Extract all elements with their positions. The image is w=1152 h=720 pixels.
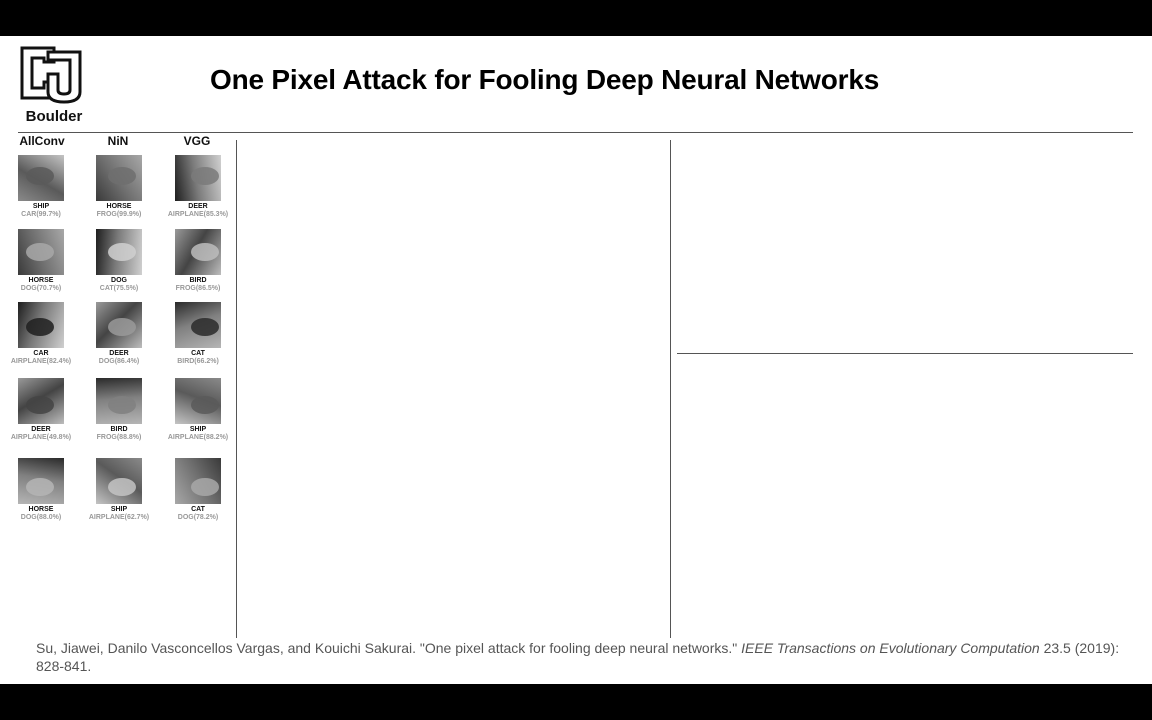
adversarial-prediction: AIRPLANE(88.2%)	[167, 434, 229, 441]
example-image	[175, 458, 221, 504]
example-image-subject	[191, 167, 219, 185]
adversarial-prediction: DOG(86.4%)	[98, 358, 140, 365]
adversarial-prediction: AIRPLANE(82.4%)	[10, 358, 72, 365]
true-label: CAR	[33, 350, 49, 357]
true-label: SHIP	[32, 203, 50, 210]
example-image	[18, 458, 64, 504]
true-label: CAT	[191, 350, 205, 357]
column-header-nin: NiN	[107, 134, 129, 148]
example-image-subject	[191, 478, 219, 496]
citation: Su, Jiawei, Danilo Vasconcellos Vargas, …	[36, 639, 1126, 675]
citation-journal: IEEE Transactions on Evolutionary Comput…	[741, 640, 1040, 656]
true-label: CAT	[191, 506, 205, 513]
true-label: BIRD	[189, 277, 207, 284]
example-image-subject	[26, 318, 54, 336]
true-label: DEER	[109, 350, 129, 357]
example-image	[96, 229, 142, 275]
example-image	[175, 229, 221, 275]
adversarial-prediction: DOG(88.0%)	[20, 514, 62, 521]
example-image-subject	[191, 243, 219, 261]
adversarial-prediction: CAT(75.5%)	[99, 285, 139, 292]
example-image	[175, 378, 221, 424]
example-image-subject	[108, 243, 136, 261]
adversarial-prediction: AIRPLANE(85.3%)	[167, 211, 229, 218]
column-header-vgg: VGG	[183, 134, 211, 148]
true-label: SHIP	[189, 426, 207, 433]
true-label: HORSE	[28, 277, 54, 284]
example-image	[96, 458, 142, 504]
example-image-subject	[108, 478, 136, 496]
slide: Boulder One Pixel Attack for Fooling Dee…	[0, 36, 1152, 684]
adversarial-prediction: DOG(70.7%)	[20, 285, 62, 292]
true-label: HORSE	[28, 506, 54, 513]
adversarial-prediction: BIRD(66.2%)	[177, 358, 219, 365]
true-label: SHIP	[110, 506, 128, 513]
true-label: BIRD	[110, 426, 128, 433]
example-image	[96, 155, 142, 201]
example-image	[175, 302, 221, 348]
adversarial-prediction: AIRPLANE(49.8%)	[10, 434, 72, 441]
adversarial-prediction: FROG(88.8%)	[96, 434, 142, 441]
adversarial-prediction: FROG(86.5%)	[175, 285, 221, 292]
example-image-subject	[108, 318, 136, 336]
column-header-allconv: AllConv	[19, 134, 65, 148]
logo-text: Boulder	[25, 108, 83, 125]
example-image	[96, 378, 142, 424]
example-image	[18, 229, 64, 275]
example-image-subject	[108, 167, 136, 185]
example-image-subject	[26, 243, 54, 261]
example-image	[18, 378, 64, 424]
citation-text: Su, Jiawei, Danilo Vasconcellos Vargas, …	[36, 640, 742, 656]
adversarial-prediction: AIRPLANE(62.7%)	[88, 514, 150, 521]
adversarial-prediction: FROG(99.9%)	[96, 211, 142, 218]
cu-logo-icon	[20, 46, 82, 104]
example-image-subject	[191, 396, 219, 414]
slide-title: One Pixel Attack for Fooling Deep Neural…	[210, 64, 880, 95]
example-image-subject	[26, 478, 54, 496]
example-image	[18, 155, 64, 201]
true-label: DEER	[188, 203, 208, 210]
title-divider	[18, 132, 1133, 133]
citation-details: 23.5 (2019): 828-841.	[36, 640, 1120, 674]
example-image	[175, 155, 221, 201]
example-image-subject	[108, 396, 136, 414]
panel-divider-right	[670, 140, 671, 638]
true-label: DEER	[31, 426, 51, 433]
example-image-subject	[191, 318, 219, 336]
adversarial-prediction: CAR(99.7%)	[21, 211, 61, 218]
example-image	[96, 302, 142, 348]
example-image-subject	[26, 396, 54, 414]
true-label: HORSE	[106, 203, 132, 210]
example-image-subject	[26, 167, 54, 185]
example-image	[18, 302, 64, 348]
panel-divider-left	[236, 140, 237, 638]
true-label: DOG	[111, 277, 127, 284]
cu-logo: Boulder	[18, 44, 84, 125]
panel-divider-horizontal	[677, 353, 1133, 354]
adversarial-prediction: DOG(78.2%)	[177, 514, 219, 521]
